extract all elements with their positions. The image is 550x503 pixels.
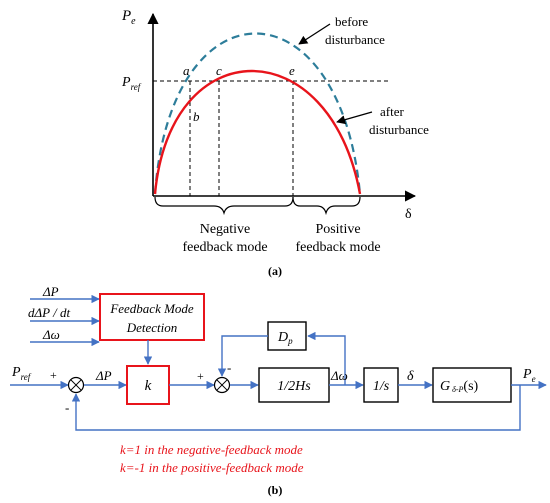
x-axis-label: δ	[405, 207, 412, 222]
input-dw-label: Δω	[42, 327, 60, 342]
pref-label: Pref	[121, 75, 142, 92]
negative-mode-line2: feedback mode	[182, 240, 267, 255]
after-label-line2: disturbance	[369, 122, 429, 137]
point-b-label: b	[193, 109, 200, 124]
note-negative-mode: k=1 in the negative-feedback mode	[120, 442, 303, 457]
point-c-label: c	[216, 63, 222, 78]
pe-output-label: Pe	[522, 367, 536, 384]
before-arrow	[298, 23, 331, 45]
positive-mode-line1: Positive	[315, 222, 360, 237]
delta-signal-label: δ	[407, 369, 414, 384]
positive-mode-brace	[292, 196, 361, 216]
detection-line1: Feedback Mode	[109, 301, 194, 316]
before-disturbance-curve	[153, 32, 362, 195]
detection-line2: Detection	[126, 320, 178, 335]
y-axis-label: Pe	[121, 8, 136, 27]
damping-label: Dp	[277, 330, 293, 346]
feedback-mode-detection-block	[99, 293, 205, 341]
sum2-minus: -	[227, 360, 231, 375]
before-label-line2: disturbance	[325, 32, 385, 47]
outer-feedback-path	[71, 385, 521, 431]
dw-signal-label: Δω	[330, 368, 348, 383]
input-dP-label: ΔP	[42, 284, 59, 299]
after-arrow	[336, 111, 373, 125]
input-dPdt-label: dΔP / dt	[28, 305, 70, 320]
after-label-line1: after	[380, 104, 404, 119]
dP-signal-label: ΔP	[95, 368, 112, 383]
panel-b: ΔP dΔP / dt Δω Feedback Mode Detection P…	[10, 284, 547, 497]
caption-a: (a)	[268, 264, 282, 278]
integrator-label: 1/s	[373, 379, 390, 394]
k-gain-block	[126, 365, 170, 405]
k-gain-label: k	[145, 378, 152, 394]
point-e-label: e	[289, 63, 295, 78]
sum1-plus: +	[50, 368, 57, 382]
sum1-minus: -	[65, 400, 69, 415]
damping-to-sum2	[217, 335, 268, 377]
positive-mode-line2: feedback mode	[295, 240, 380, 255]
g-transfer-block	[432, 367, 512, 403]
sum2-plus: +	[197, 369, 204, 383]
note-positive-mode: k=-1 in the positive-feedback mode	[120, 460, 304, 475]
summing-junction-1	[67, 376, 85, 394]
panel-a: Pe δ Pref a b c e before disturbance aft…	[121, 8, 429, 278]
dw-to-damping	[307, 331, 346, 385]
negative-mode-line1: Negative	[200, 222, 251, 237]
caption-b: (b)	[268, 483, 283, 497]
after-disturbance-curve	[153, 70, 362, 195]
negative-mode-brace	[154, 196, 294, 216]
summing-junction-2	[213, 376, 231, 394]
before-label-line1: before	[335, 14, 368, 29]
inertia-label: 1/2Hs	[277, 379, 311, 394]
point-a-label: a	[183, 63, 190, 78]
pref-input-label: Pref	[11, 365, 32, 382]
